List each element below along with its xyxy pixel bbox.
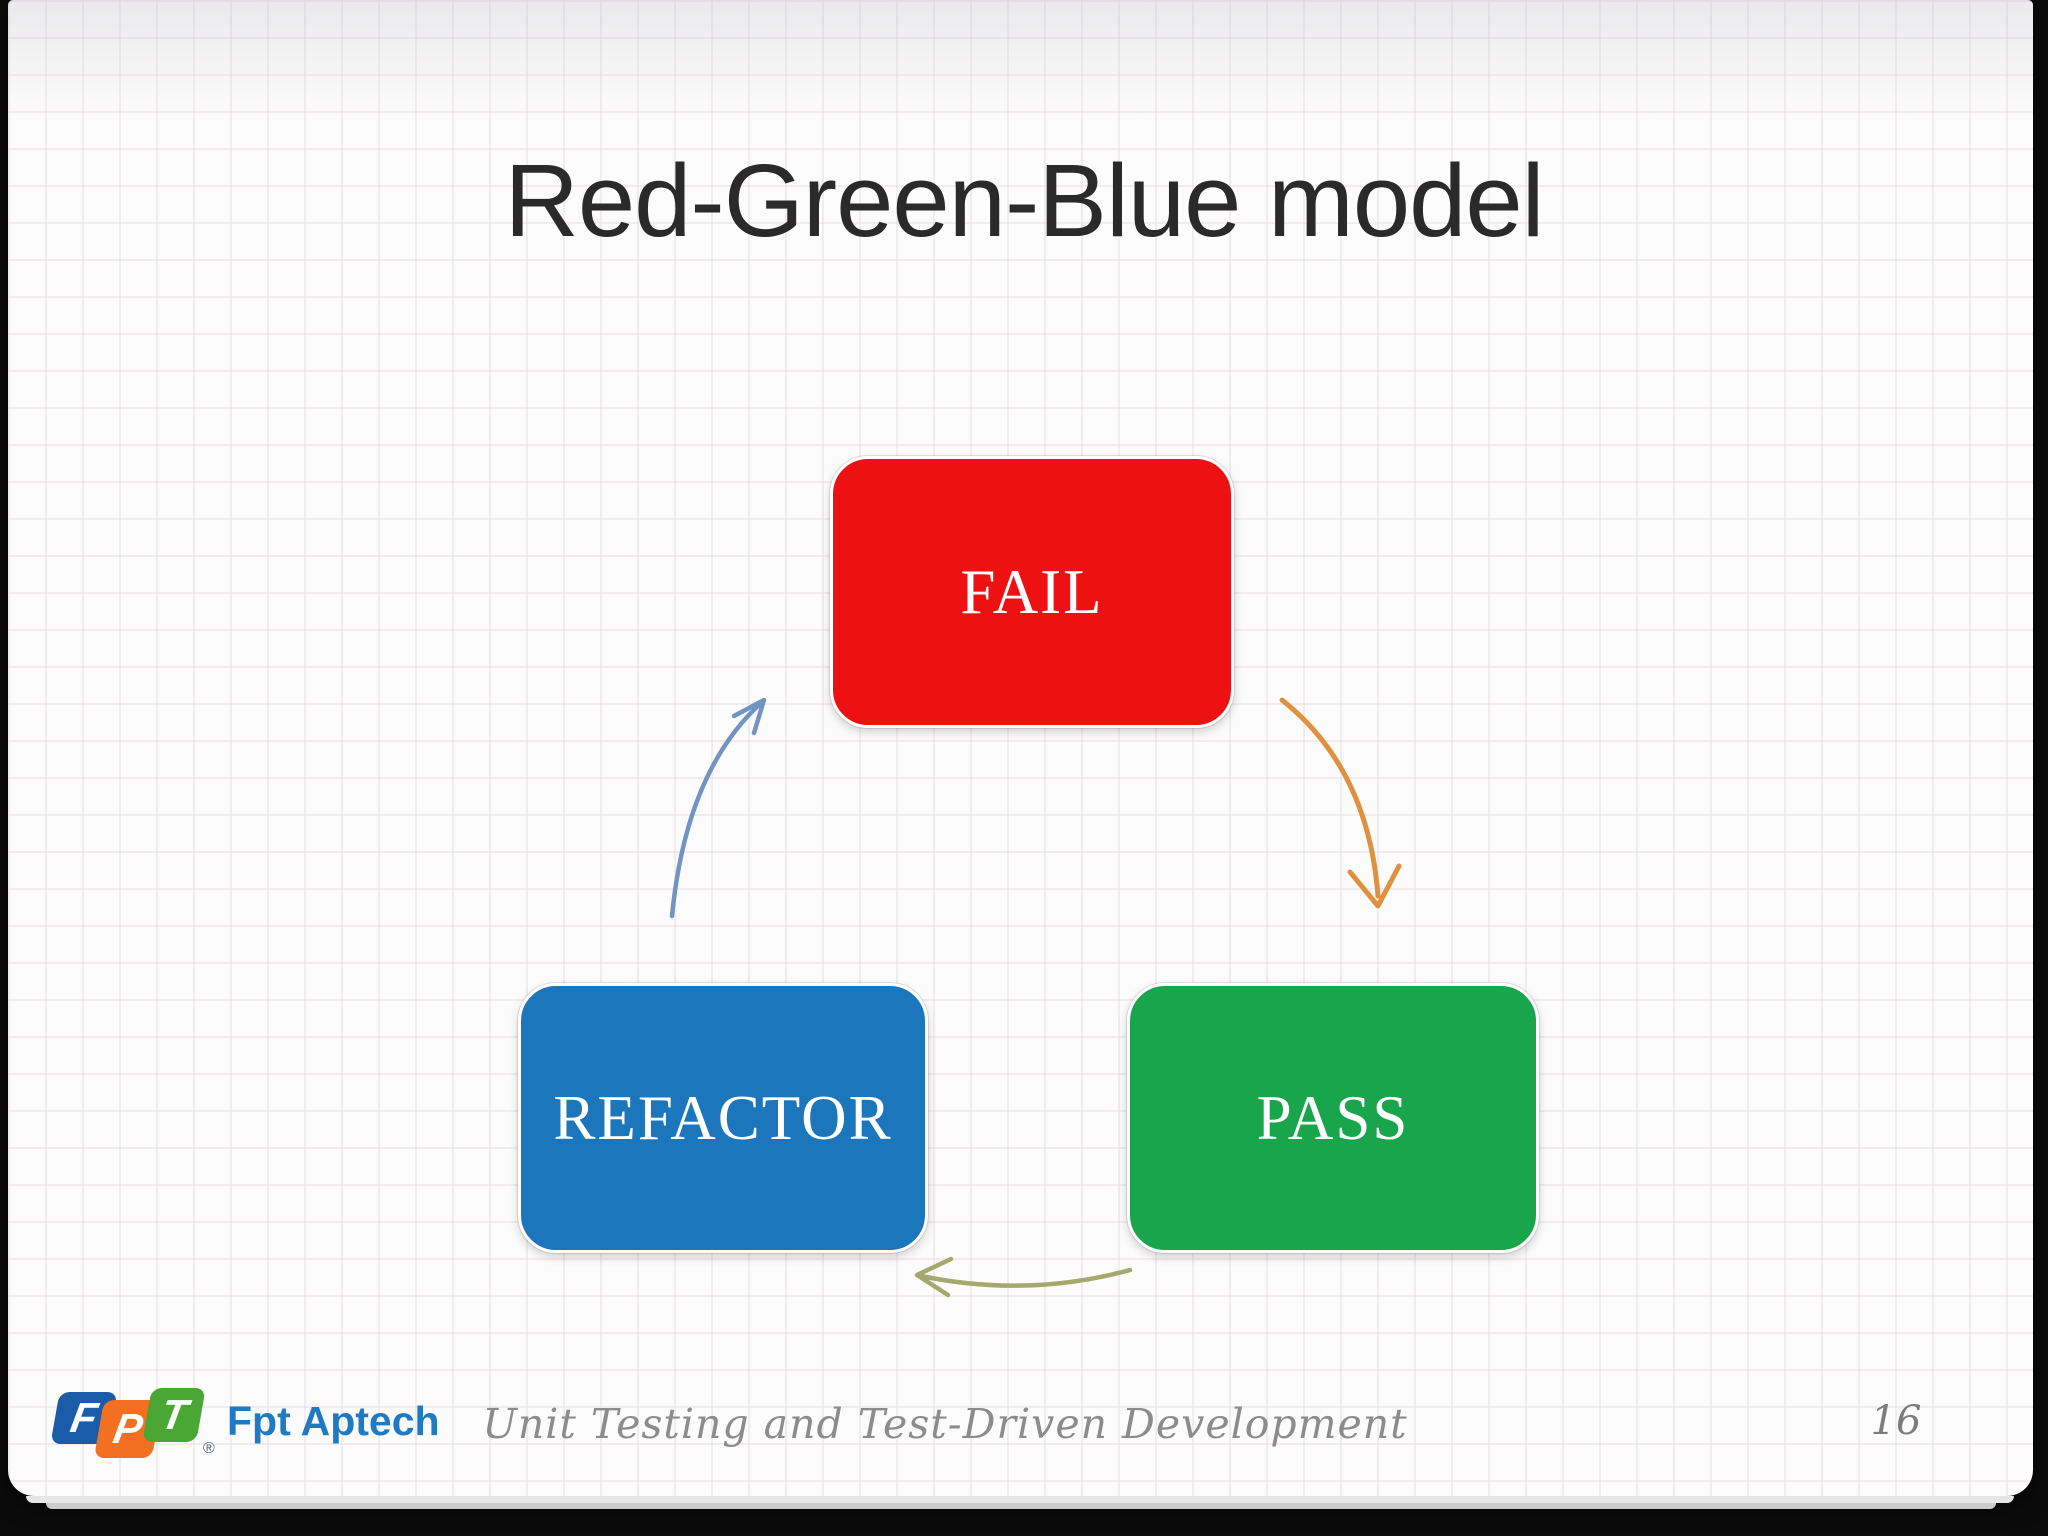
slide-stack-edge — [26, 1496, 2014, 1503]
fpt-aptech-logo: F P T ® Fpt Aptech — [50, 1386, 515, 1466]
logo-brand-text: Fpt Aptech — [227, 1398, 440, 1444]
logo-letter-t: T — [157, 1391, 192, 1438]
logo-letter-f: F — [67, 1394, 102, 1441]
node-fail-label: FAIL — [960, 556, 1104, 627]
logo-tile-t: T — [142, 1388, 206, 1442]
node-refactor-label: REFACTOR — [553, 1082, 893, 1153]
slide-title: Red-Green-Blue model — [504, 143, 1544, 258]
node-pass-label: PASS — [1256, 1082, 1410, 1153]
logo-letter-p: P — [109, 1405, 147, 1452]
diagram-node-refactor: REFACTOR — [518, 983, 928, 1253]
slide-stack-edge — [46, 1503, 1996, 1509]
diagram-node-pass: PASS — [1127, 983, 1539, 1253]
registered-trademark-icon: ® — [203, 1440, 215, 1457]
slide-page-number: 16 — [1870, 1398, 1922, 1444]
diagram-node-fail: FAIL — [830, 456, 1234, 728]
slide-canvas — [8, 0, 2033, 1496]
footer-presentation-title: Unit Testing and Test-Driven Development — [482, 1400, 1408, 1448]
